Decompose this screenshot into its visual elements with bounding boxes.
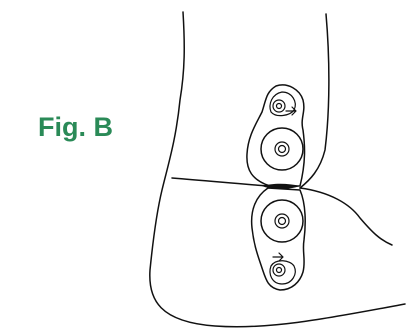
upper-roller-hub-outer bbox=[275, 142, 289, 156]
lower-roller-hub-outer bbox=[275, 214, 289, 228]
upper-housing bbox=[247, 85, 305, 186]
upper-roller-hub-inner bbox=[279, 146, 286, 153]
right-arrow-icon bbox=[273, 253, 283, 261]
lower-housing bbox=[252, 188, 306, 290]
lower-roller-hub-inner bbox=[279, 218, 286, 225]
upper-roller bbox=[247, 85, 305, 186]
lower-small-wheel bbox=[273, 264, 285, 276]
lower-small-wheel-hub bbox=[277, 268, 282, 273]
lower-roller-wheel bbox=[261, 200, 303, 242]
lower-roller bbox=[252, 188, 306, 290]
upper-roller-wheel bbox=[261, 128, 303, 170]
upper-small-wheel bbox=[273, 100, 285, 112]
upper-small-wheel-hub bbox=[277, 104, 282, 109]
